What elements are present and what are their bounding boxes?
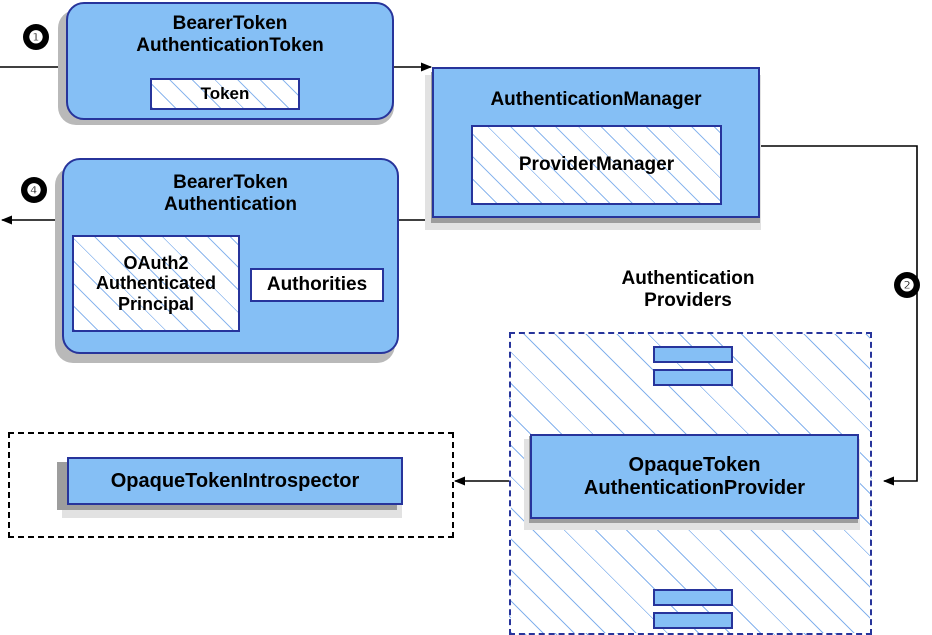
provider-stack-bar-bottom-1 [653,589,733,606]
opaque-token-introspector-node[interactable]: OpaqueTokenIntrospector [67,457,403,505]
bearer-token-authentication-label: BearerToken Authentication [164,172,297,215]
authentication-manager-label: AuthenticationManager [490,89,702,110]
step-badge-4: ❹ [21,177,47,203]
step-badge-2: ❷ [894,272,920,298]
oauth2-authenticated-principal-label: OAuth2 Authenticated Principal [95,253,216,314]
authorities-box[interactable]: Authorities [250,268,384,302]
step-badge-1: ❶ [23,24,49,50]
provider-manager-inner-box[interactable]: ProviderManager [471,125,722,205]
token-inner-box[interactable]: Token [150,78,300,110]
opaque-token-authentication-provider-label: OpaqueToken AuthenticationProvider [583,454,806,499]
bearer-token-authentication-token-label: BearerToken AuthenticationToken [136,13,324,56]
provider-stack-bar-bottom-2 [653,612,733,629]
opaque-token-authentication-provider-node[interactable]: OpaqueToken AuthenticationProvider [530,434,859,519]
provider-manager-label: ProviderManager [518,154,675,176]
authentication-providers-title: Authentication Providers [621,268,755,312]
opaque-token-introspector-label: OpaqueTokenIntrospector [110,469,360,492]
authorities-label: Authorities [266,274,368,295]
token-inner-label: Token [200,84,250,104]
oauth2-authenticated-principal-box[interactable]: OAuth2 Authenticated Principal [72,235,240,332]
provider-stack-bar-top-1 [653,346,733,363]
provider-stack-bar-top-2 [653,369,733,386]
